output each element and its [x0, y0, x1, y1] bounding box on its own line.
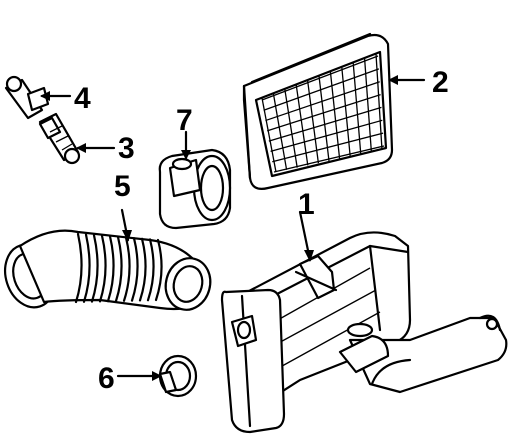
callout-5: 5	[114, 170, 131, 203]
intake-bellows-hose	[4, 229, 212, 311]
sensor-3	[38, 112, 81, 165]
mass-air-flow-sensor	[158, 148, 232, 230]
sensor-connector-4	[4, 75, 50, 120]
callout-3: 3	[118, 132, 135, 165]
air-cleaner-housing	[220, 231, 508, 434]
callout-6: 6	[98, 362, 115, 395]
callout-7: 7	[176, 104, 193, 137]
hose-clamp	[158, 354, 198, 398]
callout-1: 1	[298, 188, 315, 221]
callout-2: 2	[432, 66, 449, 99]
leader-lines	[40, 75, 426, 381]
air-filter-element	[242, 32, 394, 190]
callout-4: 4	[74, 82, 91, 115]
